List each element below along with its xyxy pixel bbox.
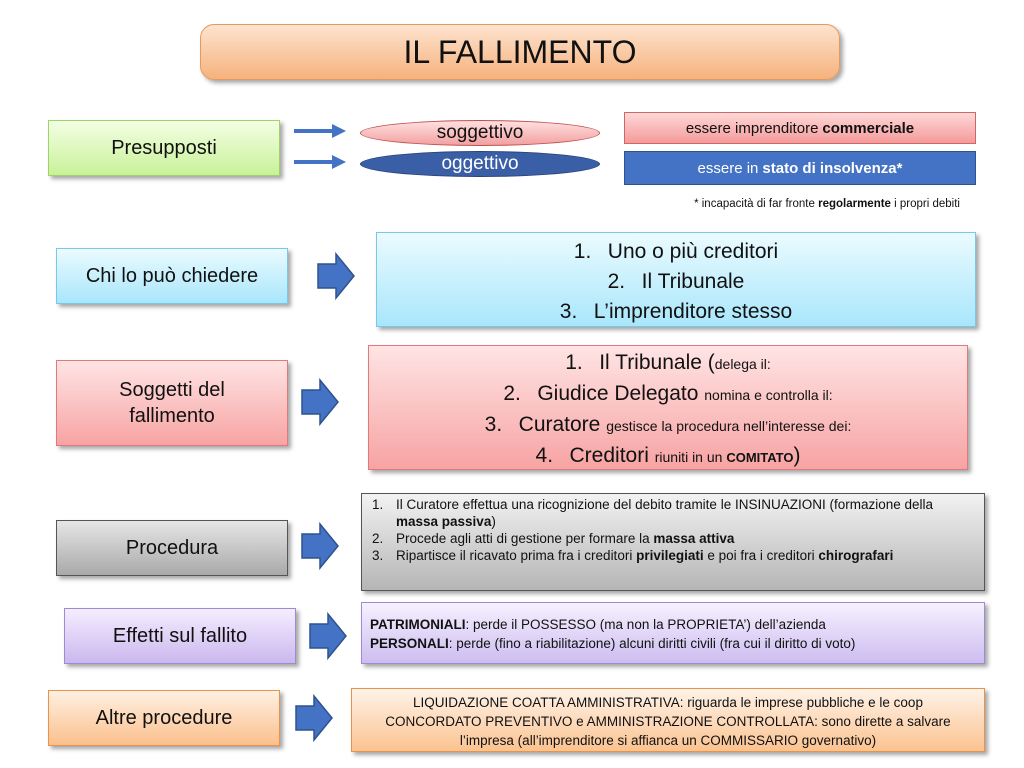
- effetti-box: Effetti sul fallito: [64, 608, 296, 664]
- soggetti-box: Soggetti del fallimento: [56, 360, 288, 446]
- effetti-label: Effetti sul fallito: [112, 625, 248, 647]
- oggettivo-description: essere in stato di insolvenza*: [624, 151, 976, 185]
- list-item: 1.Uno o più creditori: [573, 240, 779, 263]
- list-item: 2.Procede agli atti di gestione per form…: [372, 531, 735, 546]
- note-text: * incapacità di far fronte: [694, 198, 819, 210]
- list-item: 1.Il Tribunale (delega il:: [565, 351, 771, 374]
- note-bold: regolarmente: [818, 198, 891, 210]
- soggetti-label: Soggetti del fallimento: [119, 379, 225, 427]
- arrow-right-icon: [294, 124, 346, 138]
- block-arrow-icon: [301, 377, 339, 427]
- list-item: 2.Giudice Delegato nomina e controlla il…: [503, 382, 833, 405]
- block-arrow-icon: [309, 611, 347, 661]
- ogg-desc-bold: stato di insolvenza*: [762, 159, 903, 177]
- note-text-end: i propri debiti: [890, 198, 960, 210]
- altre-line: l’impresa (all’imprenditore si affianca …: [459, 733, 877, 748]
- presupposti-label: Presupposti: [111, 137, 217, 159]
- soggettivo-description: essere imprenditore commerciale: [624, 112, 976, 144]
- effetti-patrimoniali: PATRIMONIALI: perde il POSSESSO (ma non …: [370, 617, 826, 632]
- sogg-desc-text: essere imprenditore: [685, 119, 819, 137]
- ogg-desc-text: essere in: [697, 159, 759, 177]
- effetti-personali: PERSONALI: perde (fino a riabilitazione)…: [370, 636, 856, 651]
- list-item: 3.Ripartisce il ricavato prima fra i cre…: [372, 548, 894, 563]
- chi-list: 1.Uno o più creditori 2.Il Tribunale 3.L…: [376, 232, 976, 327]
- insolvenza-footnote: * incapacità di far fronte regolarmente …: [600, 198, 960, 210]
- oggettivo-label: oggettivo: [441, 153, 519, 174]
- procedura-list: 1.Il Curatore effettua una ricognizione …: [361, 493, 985, 591]
- oggettivo-ellipse: oggettivo: [360, 151, 600, 177]
- effetti-content: PATRIMONIALI: perde il POSSESSO (ma non …: [361, 602, 985, 664]
- sogg-desc-bold: commerciale: [822, 119, 915, 137]
- soggettivo-ellipse: soggettivo: [360, 120, 600, 146]
- page-title: IL FALLIMENTO: [200, 24, 840, 80]
- list-item: 2.Il Tribunale: [607, 270, 745, 293]
- arrow-right-icon: [294, 155, 346, 169]
- block-arrow-icon: [317, 251, 355, 301]
- list-item: 3.L’imprenditore stesso: [559, 300, 793, 323]
- list-item: 1.Il Curatore effettua una ricognizione …: [372, 497, 934, 529]
- altre-line: LIQUIDAZIONE COATTA AMMINISTRATIVA: rigu…: [413, 695, 923, 710]
- presupposti-box: Presupposti: [48, 120, 280, 176]
- soggettivo-label: soggettivo: [436, 122, 524, 143]
- chi-box: Chi lo può chiedere: [56, 248, 288, 304]
- list-item: 4.Creditori riuniti in un COMITATO): [535, 444, 801, 467]
- soggetti-list: 1.Il Tribunale (delega il: 2.Giudice Del…: [368, 345, 968, 470]
- procedura-box: Procedura: [56, 520, 288, 576]
- chi-label: Chi lo può chiedere: [85, 265, 259, 287]
- altre-box: Altre procedure: [48, 690, 280, 746]
- altre-content: LIQUIDAZIONE COATTA AMMINISTRATIVA: rigu…: [351, 688, 985, 752]
- presupposti-arrows: [294, 124, 346, 169]
- procedura-label: Procedura: [125, 537, 219, 559]
- block-arrow-icon: [295, 693, 333, 743]
- list-item: 3.Curatore gestisce la procedura nell’in…: [484, 413, 852, 436]
- block-arrow-icon: [301, 521, 339, 571]
- altre-label: Altre procedure: [95, 707, 233, 729]
- altre-line: CONCORDATO PREVENTIVO e AMMINISTRAZIONE …: [385, 714, 951, 729]
